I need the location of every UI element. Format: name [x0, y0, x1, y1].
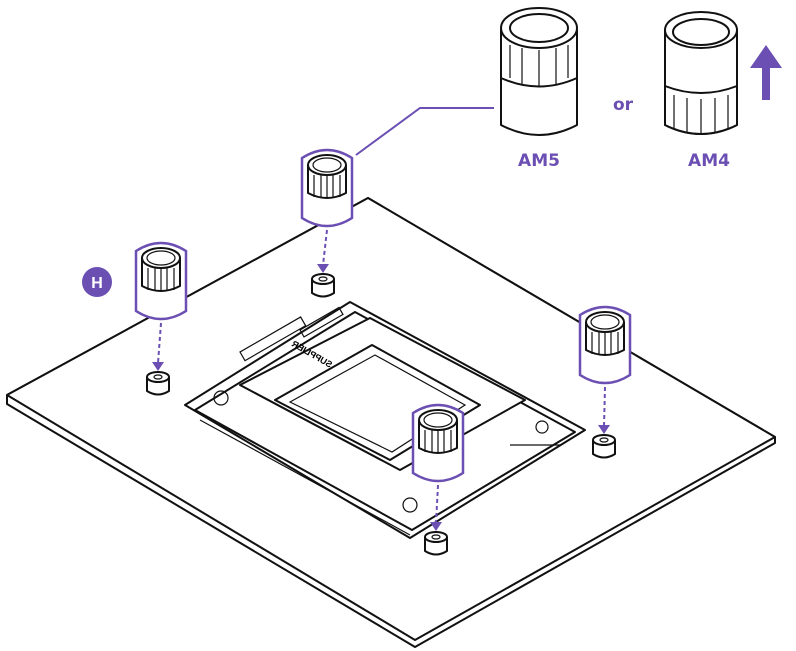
- standoff: [300, 148, 354, 228]
- or-label: or: [613, 95, 634, 115]
- drop-arrow-line: [322, 229, 328, 266]
- drop-arrow-head: [152, 362, 164, 371]
- board-post: [146, 371, 170, 396]
- am5-standoff: [500, 7, 578, 136]
- cpu-socket: SUPPLIER: [184, 301, 586, 539]
- board-post: [424, 531, 448, 556]
- standoffs: [134, 148, 632, 483]
- drop-arrow-head: [430, 522, 442, 531]
- step-badge-label: H: [91, 275, 103, 292]
- standoff: [578, 305, 632, 385]
- am5-label: AM5: [518, 151, 560, 171]
- board-posts: [146, 273, 616, 556]
- standoff: [134, 241, 188, 321]
- drop-arrow-line: [435, 484, 439, 524]
- board-post: [311, 273, 335, 298]
- standoff: [411, 403, 465, 483]
- drop-arrow-head: [317, 264, 329, 273]
- arrow-up-icon: [750, 45, 782, 100]
- leader-line: [355, 107, 494, 156]
- am4-standoff: [664, 11, 738, 135]
- step-badge: H: [82, 267, 112, 297]
- drop-arrows: [152, 229, 610, 531]
- drop-arrow-head: [598, 425, 610, 434]
- board-post: [592, 434, 616, 459]
- am4-label: AM4: [688, 151, 730, 171]
